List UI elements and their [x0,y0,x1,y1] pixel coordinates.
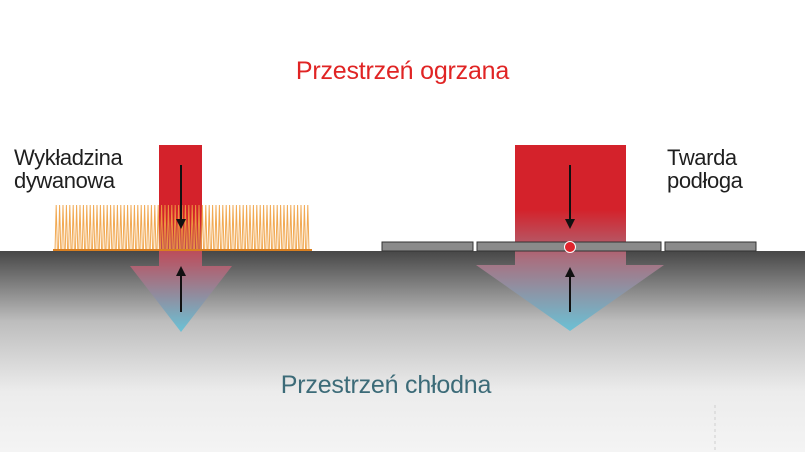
carpet-fiber [85,204,89,252]
carpet-fiber [207,204,211,252]
carpet-fiber [255,204,259,252]
carpet-label-line2: dywanowa [14,168,115,193]
carpet-fiber [159,204,164,252]
floor-tile [664,241,757,252]
carpet-fiber [108,204,113,252]
cold-space-label: Przestrzeń chłodna [280,371,492,399]
floor-tile [381,241,474,252]
carpet-fiber [306,204,310,252]
carpet-fiber [81,204,86,252]
carpet-fiber [98,204,103,252]
carpet-fiber [139,204,143,252]
carpet-fiber [119,204,123,252]
carpet-fiber [251,204,256,252]
carpet-fiber [54,204,58,252]
carpet-fiber [193,204,198,252]
carpet-fiber [136,204,140,252]
carpet-fiber [149,204,154,252]
carpet-fiber [105,204,109,252]
carpet-fiber [272,204,276,252]
carpet-fiber [91,204,96,252]
carpet-fiber [88,204,92,252]
carpet-fiber [153,204,157,252]
carpet-fiber [275,204,279,252]
contact-point-dot [564,241,576,253]
carpet-fiber [289,204,293,252]
carpet-fiber [61,204,65,252]
hard-floor-label-line1: Twarda [667,145,737,170]
carpet-fiber [176,204,181,252]
carpet-fiber [261,204,266,252]
carpet-fiber [163,204,167,252]
carpet-fiber [278,204,283,252]
carpet-fiber [68,204,72,252]
carpet-fiber [244,204,249,252]
carpet-fiber [292,204,296,252]
carpet-label: Wykładzina dywanowa [14,145,123,193]
floor-slab [0,251,805,452]
carpet-fiber [187,204,191,252]
carpet-fiber [146,204,150,252]
carpet-fiber [204,204,208,252]
carpet-fiber [166,204,171,252]
warm-space-label: Przestrzeń ogrzana [295,57,510,85]
carpet-fiber [102,204,106,252]
carpet-fiber [183,204,188,252]
carpet-fiber [217,204,222,252]
carpet-fiber [142,204,147,252]
carpet-fiber [241,204,245,252]
carpet-fiber [170,204,174,252]
carpet-fiber [268,204,273,252]
carpet-fiber [221,204,225,252]
carpet-fiber [227,204,232,252]
carpet-fiber [156,204,160,252]
carpet-fiber [248,204,252,252]
carpet-fiber [122,204,126,252]
carpet-fiber [234,204,239,252]
carpet-fiber [78,204,82,252]
carpet-fiber [95,204,99,252]
carpet-fiber [57,204,62,252]
carpet-fiber [200,204,205,252]
carpet-fiber [197,204,201,252]
carpet-fiber [112,204,116,252]
carpet-fiber [210,204,215,252]
carpet-fiber [190,204,194,252]
hard-floor-label: Twarda podłoga [667,146,743,192]
hard-floor-heat-flow-arrow [476,145,664,331]
carpet-fiber [224,204,228,252]
carpet-fiber [64,204,69,252]
carpet-fiber [295,204,300,252]
carpet-fiber [265,204,269,252]
carpet-fiber [129,204,133,252]
carpet-label-line1: Wykładzina [14,145,123,170]
carpet-fiber [115,204,120,252]
carpet-fiber [299,204,303,252]
carpet-fiber [285,204,290,252]
carpet-fiber [302,204,307,252]
carpet-fiber [282,204,286,252]
carpet-fibers [53,204,312,252]
carpet-fiber [71,204,75,252]
carpet-fiber [231,204,235,252]
carpet-fiber [74,204,79,252]
carpet-fiber [214,204,218,252]
carpet-fiber [173,204,177,252]
carpet-fiber [132,204,137,252]
carpet-fiber [258,204,262,252]
hard-floor-label-line2: podłoga [667,168,743,193]
carpet-fiber [125,204,130,252]
carpet-fiber [238,204,242,252]
